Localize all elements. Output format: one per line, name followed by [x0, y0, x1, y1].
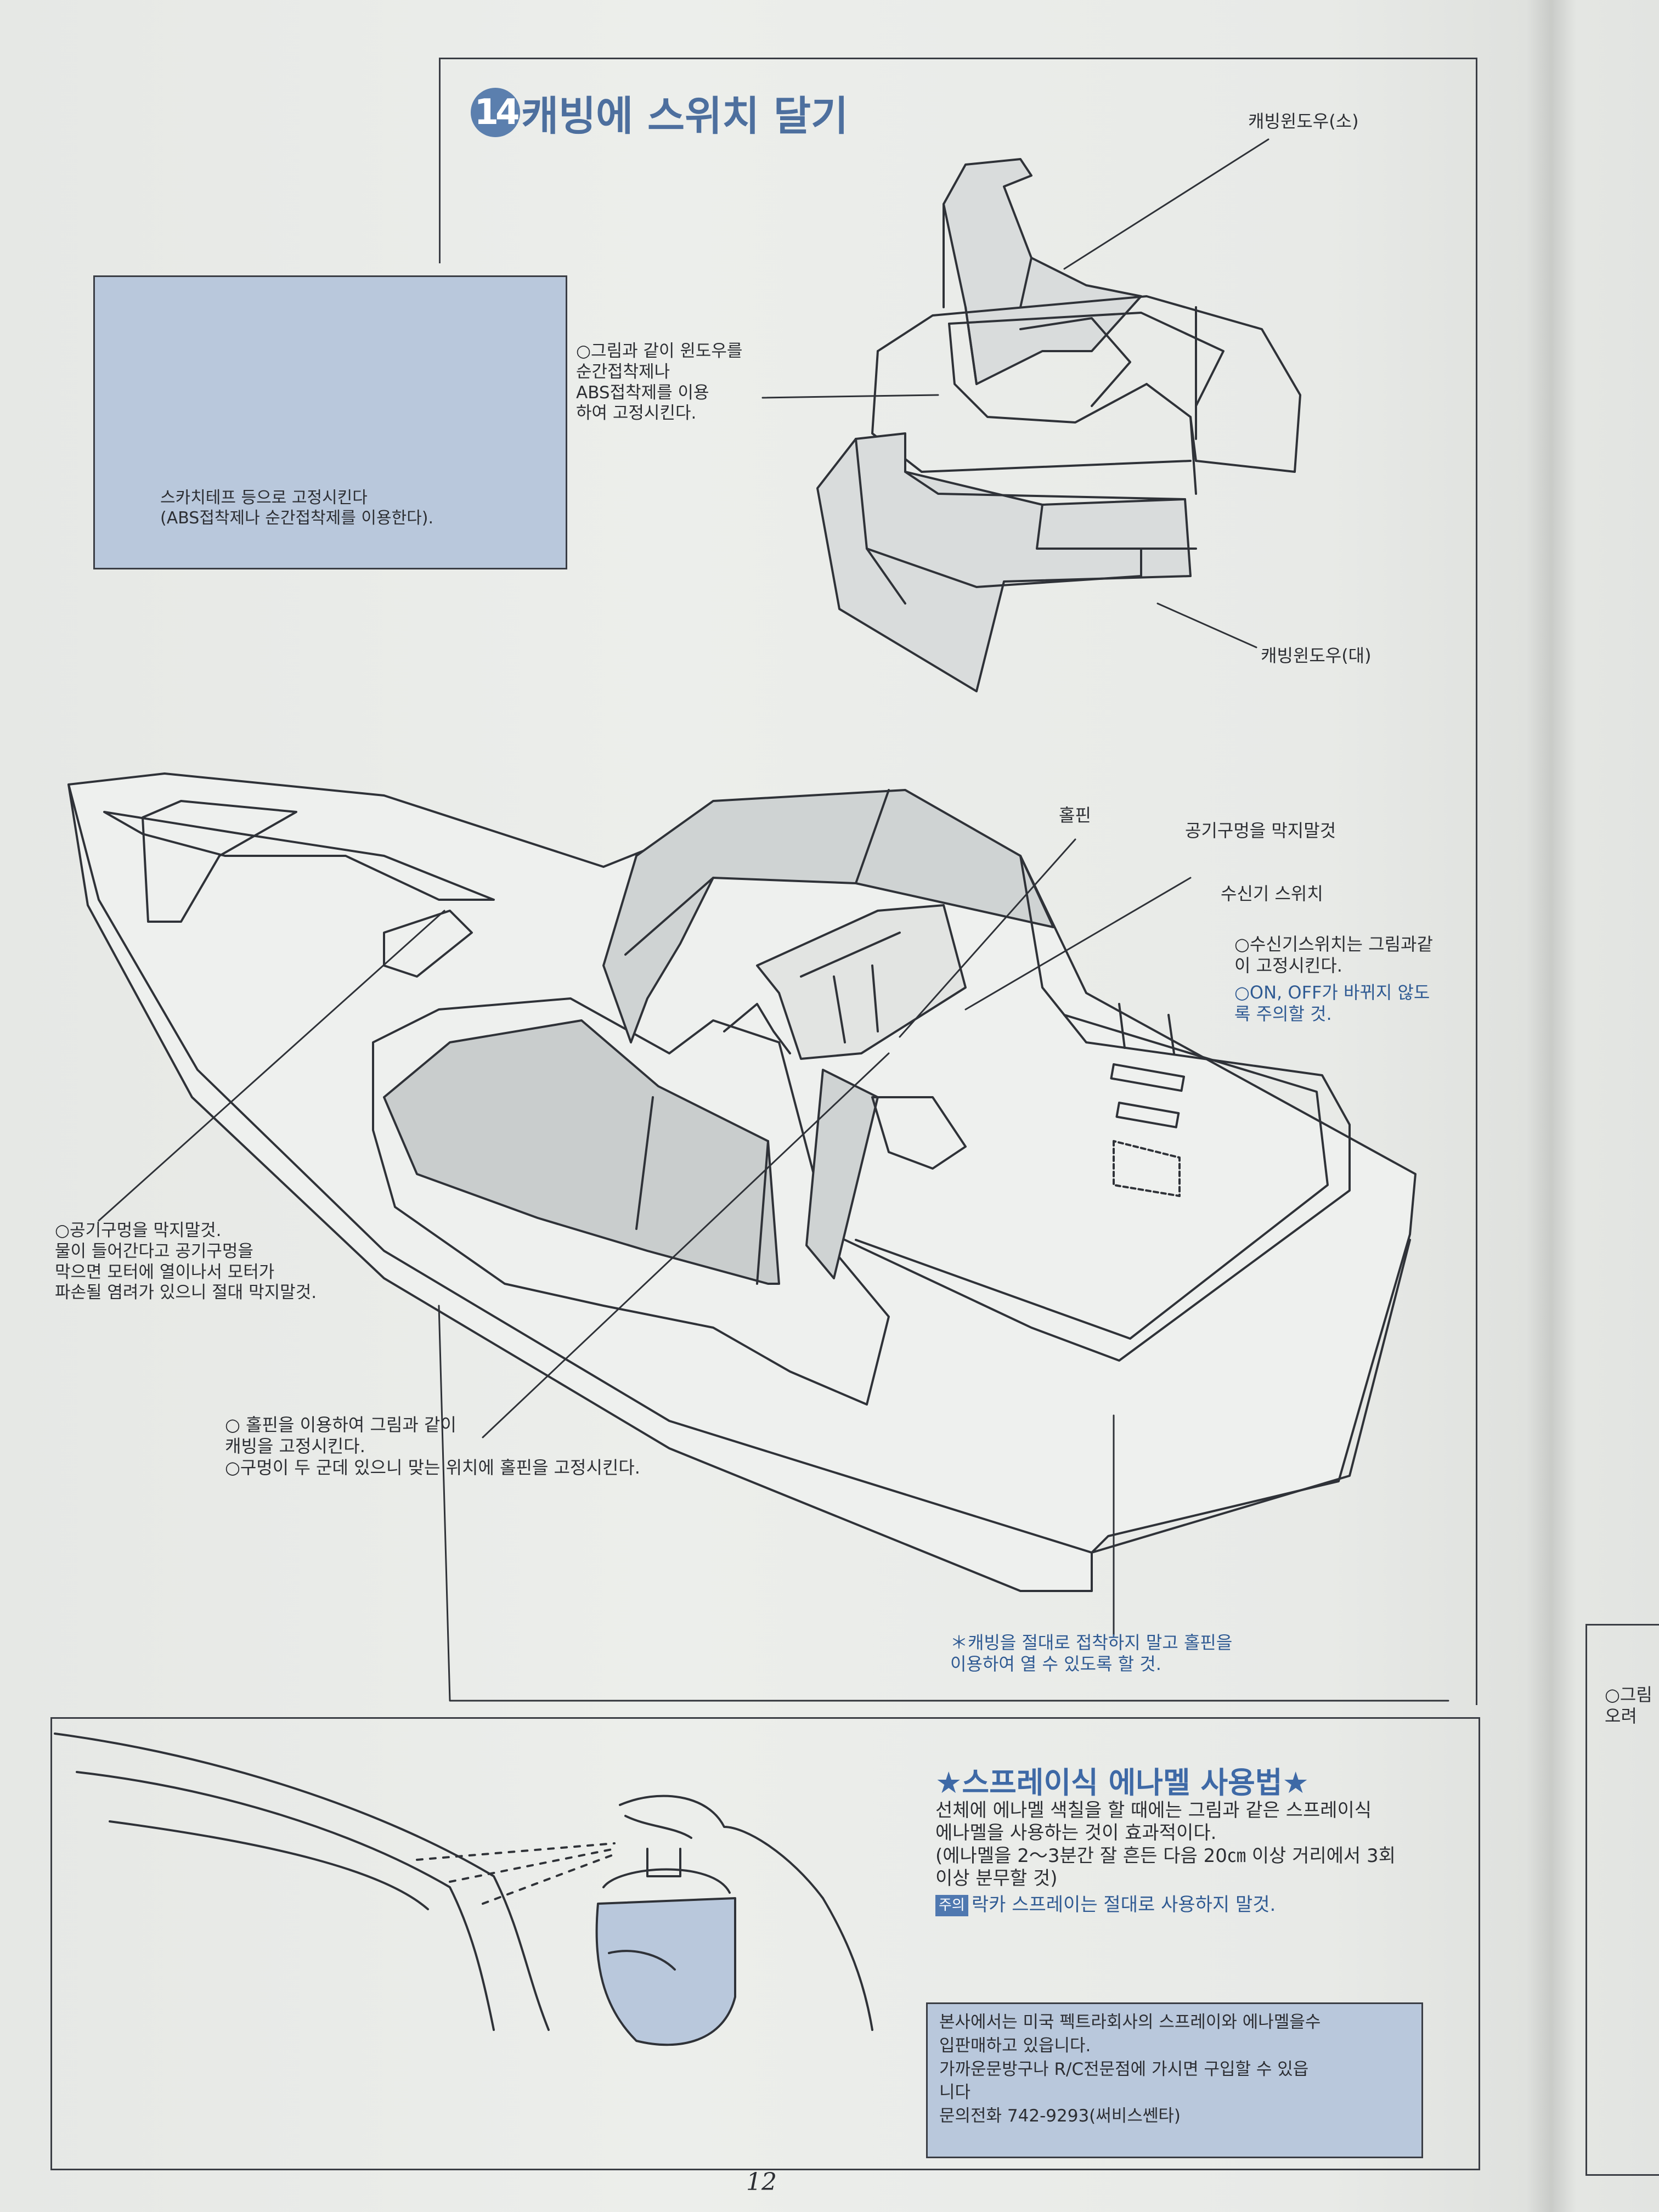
leader-lines [98, 138, 1449, 1702]
cabin-warning-note: ＊캐빙을 절대로 접착하지 말고 홀핀을 이용하여 열 수 있도록 할 것. [950, 1632, 1233, 1675]
label-air-hole: 공기구멍을 막지말것 [1185, 820, 1336, 841]
spray-illustration [54, 1733, 873, 2046]
next-page-frame [1585, 1624, 1659, 2176]
warning-badge: 주의 [935, 1895, 968, 1916]
section-frame-left-stub [439, 58, 441, 263]
purchase-info-panel [926, 2002, 1423, 2158]
glue-note: ○그림과 같이 윈도우를 순간접착제나 ABS접착제를 이용 하여 고정시킨다. [576, 341, 743, 424]
hole-pin-note: ○ 홀핀을 이용하여 그림과 같이 캐빙을 고정시킨다. ○구멍이 두 군데 있… [225, 1414, 640, 1479]
receiver-note: ○수신기스위치는 그림과같 이 고정시킨다. [1234, 934, 1433, 977]
main-boat-diagram [67, 772, 1417, 1592]
spray-section-title: ★스프레이식 에나멜 사용법★ [935, 1765, 1309, 1800]
tape-note: 스카치테프 등으로 고정시킨다 (ABS접착제나 순간접착제를 이용한다). [160, 488, 434, 528]
spray-body: 선체에 에나멜 색칠을 할 때에는 그림과 같은 스프레이식 에나멜을 사용하는… [935, 1799, 1396, 1890]
warning-text: 락카 스프레이는 절대로 사용하지 말것. [971, 1893, 1276, 1916]
on-off-note: ○ON, OFF가 바뀌지 않도 록 주의할 것. [1234, 982, 1430, 1025]
air-hole-note: ○공기구멍을 막지말것. 물이 들어간다고 공기구멍을 막으면 모터에 열이나서… [55, 1221, 317, 1303]
page-title: 캐빙에 스위치 달기 [521, 93, 849, 140]
label-hole-pin: 홀핀 [1059, 805, 1091, 826]
tape-info-panel [93, 275, 567, 569]
page-number: 12 [746, 2168, 777, 2196]
section-frame-top [439, 58, 1477, 1705]
label-window-large: 캐빙윈도우(대) [1261, 645, 1372, 666]
label-receiver-switch: 수신기 스위치 [1221, 883, 1323, 904]
purchase-info-text: 본사에서는 미국 펙트라회사의 스프레이와 에나멜을수 입판매하고 있읍니다. … [939, 2012, 1321, 2126]
label-window-small: 캐빙윈도우(소) [1248, 111, 1359, 132]
spray-section-frame [50, 1717, 1480, 2170]
step-number-badge: 14 [471, 88, 520, 137]
cabin-exploded-diagram [816, 158, 1301, 692]
spray-instructions: 선체에 에나멜 색칠을 할 때에는 그림과 같은 스프레이식 에나멜을 사용하는… [935, 1799, 1440, 1917]
next-page-fragment: ○그림 오려 [1605, 1684, 1652, 1727]
